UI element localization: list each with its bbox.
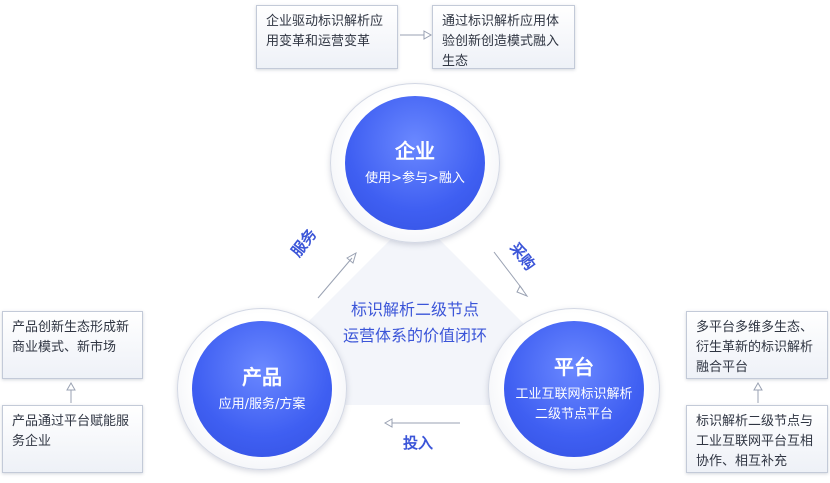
top-left-box-text: 企业驱动标识解析应用变革和运营变革 (266, 14, 384, 49)
product-circle-outer: 产品 应用/服务/方案 (177, 308, 347, 470)
right-top-box: 多平台多维多生态、衍生革新的标识解析融合平台 (686, 311, 828, 379)
left-top-box: 产品创新生态形成新商业模式、新市场 (2, 311, 143, 379)
top-arrow-head (423, 30, 433, 40)
product-title: 产品 (242, 365, 282, 389)
procure-arrow-line (493, 251, 524, 291)
left-bottom-box-text: 产品通过平台赋能服务企业 (12, 414, 130, 449)
top-right-box-text: 通过标识解析应用体验创新创造模式融入生态 (442, 14, 560, 69)
product-circle: 产品 应用/服务/方案 (192, 321, 332, 457)
platform-circle: 平台 工业互联网标识解析二级节点平台 (504, 321, 644, 457)
platform-title: 平台 (554, 355, 594, 379)
right-arrow-head (753, 381, 763, 391)
enterprise-title: 企业 (395, 139, 435, 163)
enterprise-subtitle: 使用>参与>融入 (365, 171, 465, 186)
left-arrow-head (66, 381, 76, 391)
center-line-1: 标识解析二级节点 (350, 300, 479, 319)
left-bottom-box: 产品通过平台赋能服务企业 (2, 405, 143, 473)
procure-arrow-head (516, 285, 529, 298)
center-text: 标识解析二级节点 运营体系的价值闭环 (310, 297, 520, 349)
left-top-box-text: 产品创新生态形成新商业模式、新市场 (12, 320, 130, 355)
invest-arrow-head (383, 418, 393, 428)
service-arrow-head (346, 251, 357, 264)
right-bottom-box: 标识解析二级节点与工业互联网平台互相协作、相互补充 (686, 405, 828, 473)
platform-circle-outer: 平台 工业互联网标识解析二级节点平台 (488, 308, 660, 470)
platform-subtitle: 工业互联网标识解析二级节点平台 (515, 387, 633, 422)
right-bottom-box-text: 标识解析二级节点与工业互联网平台互相协作、相互补充 (696, 414, 814, 469)
invest-label: 投入 (403, 434, 434, 452)
service-arrow-line (317, 257, 353, 299)
enterprise-circle: 企业 使用>参与>融入 (345, 96, 485, 230)
center-line-2: 运营体系的价值闭环 (342, 326, 487, 345)
top-right-box: 通过标识解析应用体验创新创造模式融入生态 (432, 5, 575, 69)
product-subtitle: 应用/服务/方案 (218, 397, 306, 412)
top-left-box: 企业驱动标识解析应用变革和运营变革 (256, 5, 398, 69)
enterprise-circle-outer: 企业 使用>参与>融入 (330, 83, 500, 243)
right-top-box-text: 多平台多维多生态、衍生革新的标识解析融合平台 (696, 320, 814, 375)
